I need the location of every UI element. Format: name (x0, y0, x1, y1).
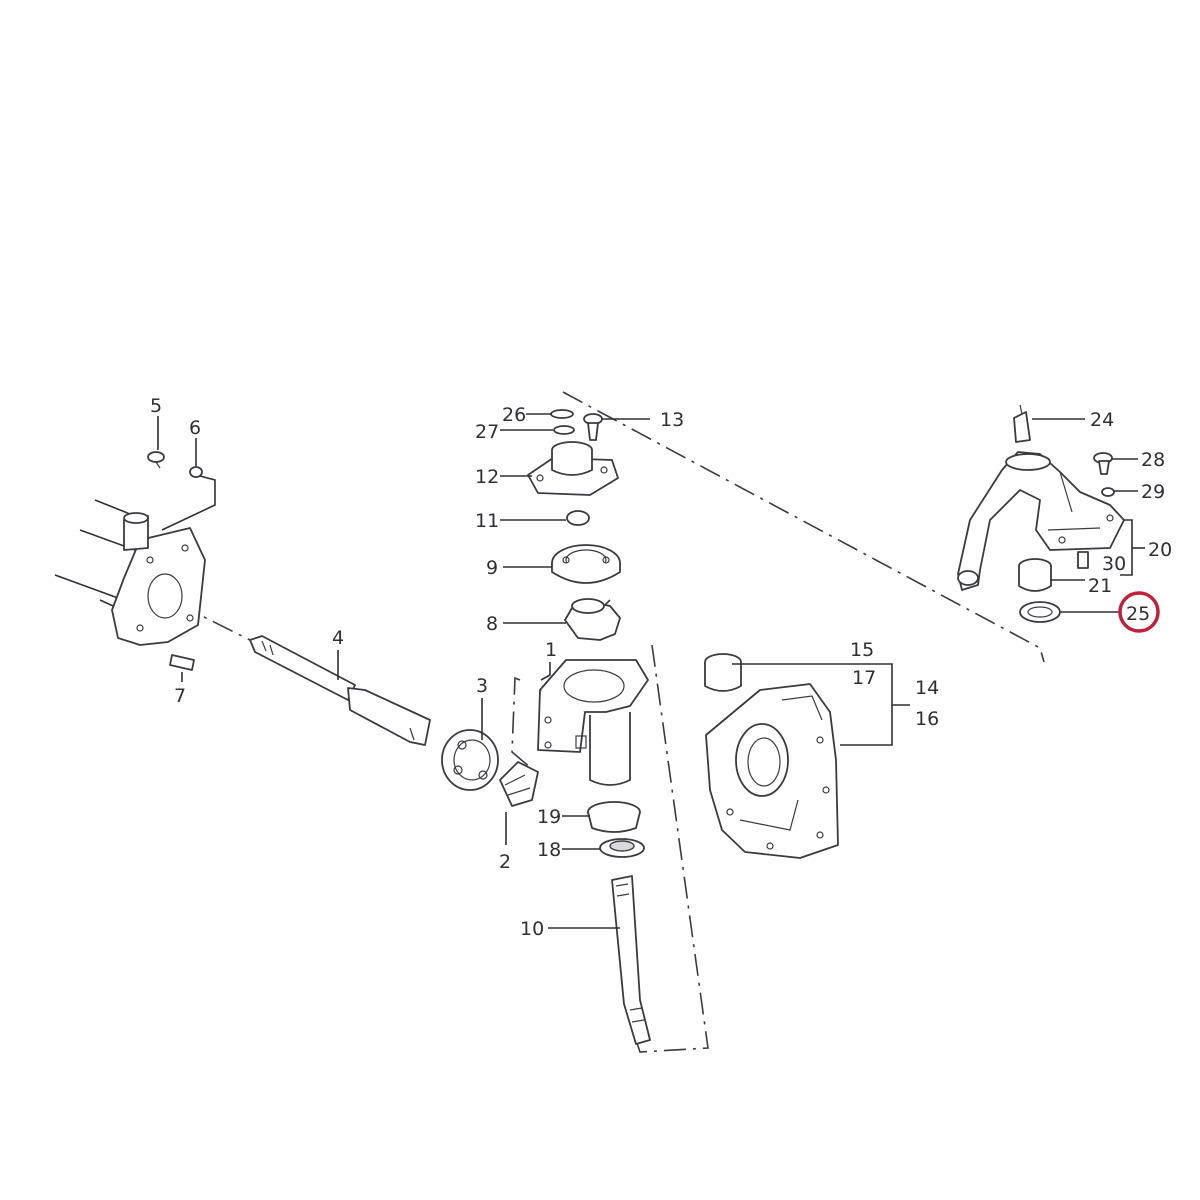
callout-5: 5 (150, 395, 162, 417)
callout-29: 29 (1141, 481, 1165, 503)
bolt-part-13 (583, 413, 603, 441)
callout-26: 26 (502, 404, 526, 426)
drive-shaft-part-10 (611, 875, 651, 1045)
seal-ring-part-26 (550, 409, 574, 419)
leader-lines (157, 413, 1145, 929)
bearing-cone-part-18 (599, 838, 645, 858)
pin-part-7 (169, 654, 195, 671)
callout-4: 4 (332, 627, 344, 649)
callout-13: 13 (660, 409, 684, 431)
bolt-part-5 (147, 451, 165, 469)
highlight-circle (1118, 591, 1160, 633)
seal-ring-part-27 (553, 425, 575, 435)
callout-17: 17 (852, 667, 876, 689)
callout-18: 18 (537, 839, 561, 861)
bushing-part-21 (1018, 558, 1052, 592)
nut-part-11 (566, 510, 590, 526)
cover-part-12 (527, 441, 619, 496)
washer-part-6 (189, 466, 203, 478)
callout-25: 25 (1126, 603, 1150, 625)
callout-11: 11 (475, 510, 499, 532)
pin-part-30 (1077, 551, 1089, 569)
gear-part-8 (564, 598, 621, 641)
case-part-14 (705, 683, 839, 859)
seal-part-25 (1019, 601, 1061, 623)
callout-21: 21 (1088, 575, 1112, 597)
washer-part-29 (1101, 487, 1115, 497)
bushing-part-15 (704, 653, 742, 692)
shaft-part-4 (249, 635, 431, 746)
callout-30: 30 (1102, 553, 1126, 575)
callout-6: 6 (189, 417, 201, 439)
callout-8: 8 (486, 613, 498, 635)
grease-fitting-part-24 (1013, 404, 1031, 443)
callout-19: 19 (537, 806, 561, 828)
bearing-cup-part-19 (587, 801, 641, 833)
callout-12: 12 (475, 466, 499, 488)
callout-labels: 5 6 7 4 3 2 1 26 27 13 12 11 9 8 19 18 1… (150, 395, 1172, 940)
callout-15: 15 (850, 639, 874, 661)
callout-20: 20 (1148, 539, 1172, 561)
callout-27: 27 (475, 421, 499, 443)
bolt-part-28 (1093, 452, 1113, 475)
callout-1: 1 (545, 639, 557, 661)
callout-2: 2 (499, 851, 511, 873)
bevel-gear-part-2 (499, 761, 539, 807)
housing-part-1 (537, 659, 649, 786)
bearing-part-3 (441, 729, 499, 791)
callout-3: 3 (476, 675, 488, 697)
callout-16: 16 (915, 708, 939, 730)
callout-14: 14 (915, 677, 939, 699)
left-flange-cover (54, 499, 206, 646)
callout-24: 24 (1090, 409, 1114, 431)
callout-10: 10 (520, 918, 544, 940)
callout-28: 28 (1141, 449, 1165, 471)
callout-9: 9 (486, 557, 498, 579)
callout-7: 7 (174, 685, 186, 707)
bearing-part-9 (551, 544, 621, 584)
bracket-part-20 (957, 451, 1125, 591)
